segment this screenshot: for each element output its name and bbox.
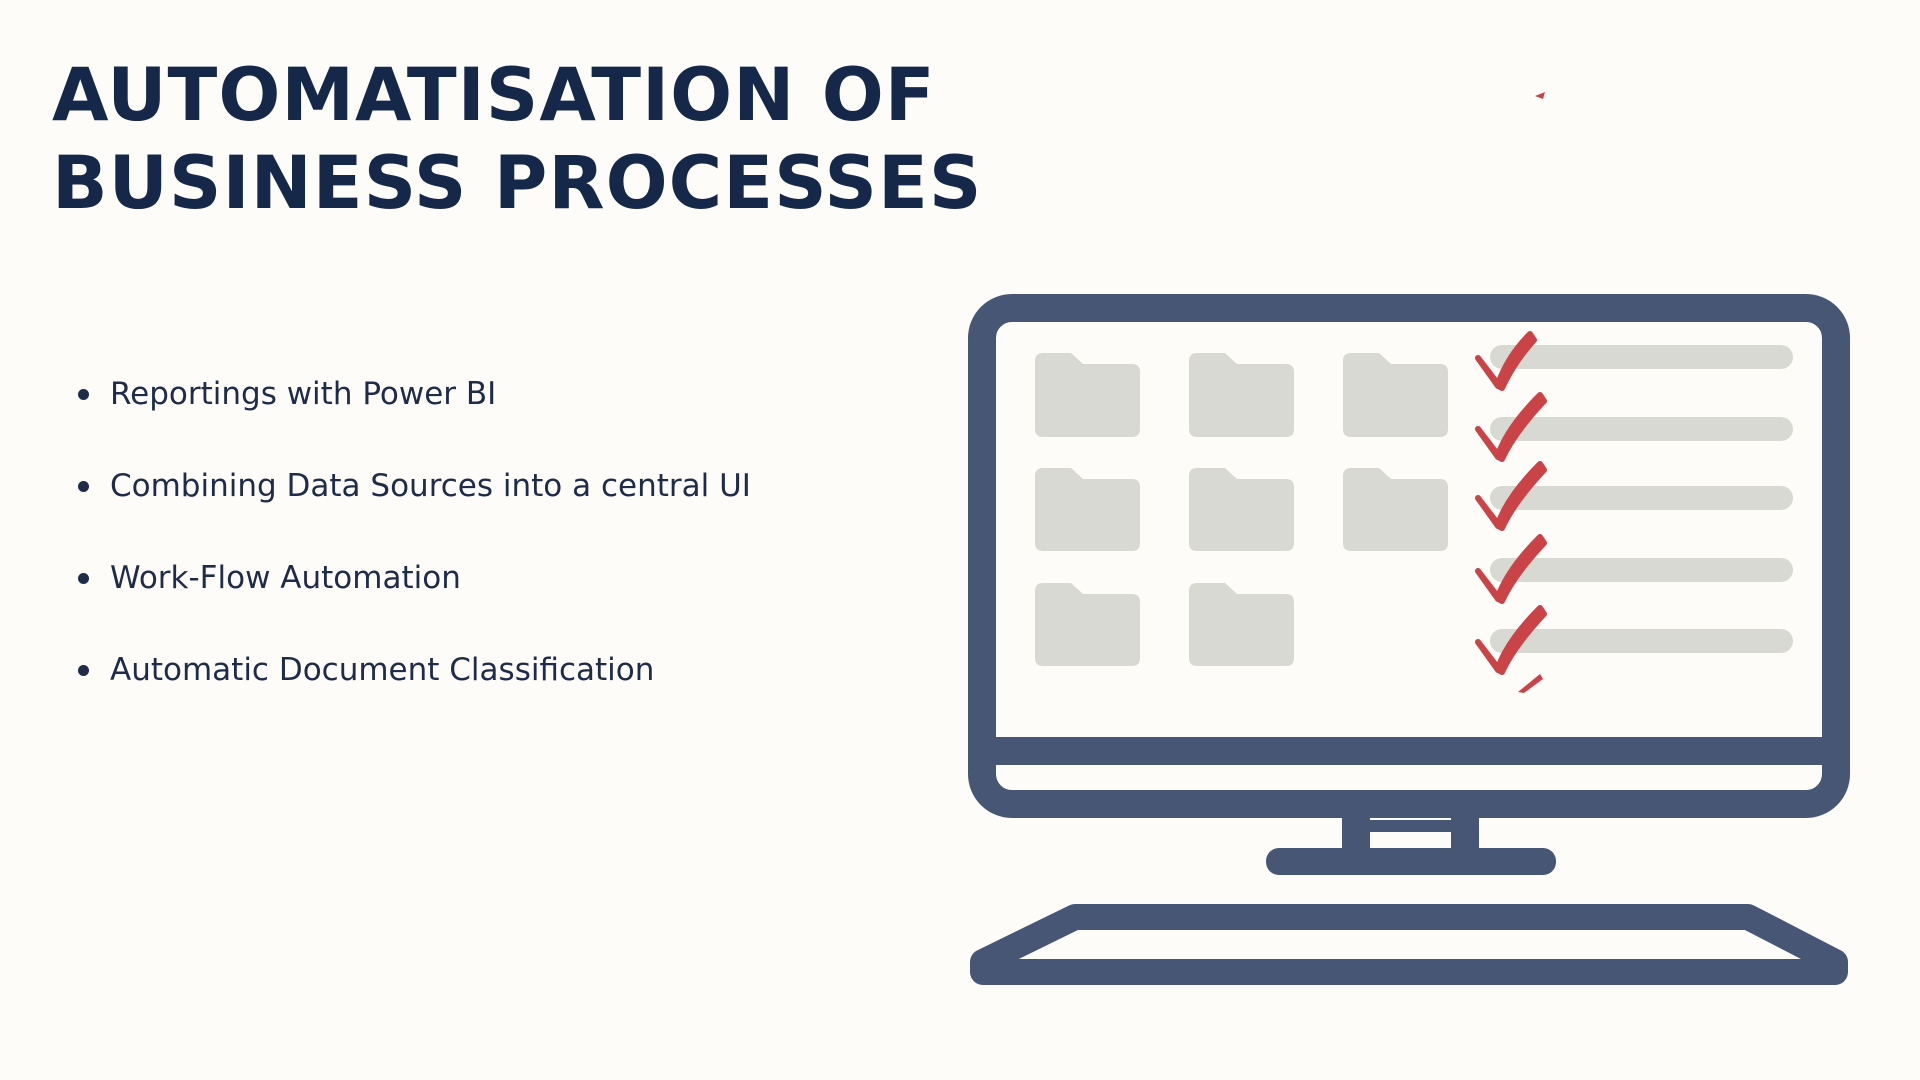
folder-icon [1189, 468, 1294, 551]
checklist-bar [1490, 417, 1793, 441]
bullet-text: Automatic Document Classification [110, 652, 655, 688]
checkmark-icon [1475, 605, 1547, 675]
checklist-bar [1490, 558, 1793, 582]
keyboard-icon [970, 904, 1848, 985]
checkmark-fragment-icon [1518, 674, 1543, 693]
monitor-stand-base [1266, 848, 1556, 875]
bullet-item-workflow: Work-Flow Automation [78, 552, 751, 644]
checkmark-icon [1475, 331, 1537, 391]
folder-icon [1189, 353, 1294, 437]
monitor-chin-bar [982, 737, 1836, 765]
checklist-bar [1490, 629, 1793, 653]
checklist [1475, 331, 1793, 693]
folder-icon [1035, 353, 1140, 437]
folder-grid [1035, 353, 1448, 666]
bullet-dot [78, 573, 89, 584]
folder-icon [1343, 353, 1448, 437]
bullet-item-document-classification: Automatic Document Classification [78, 644, 751, 736]
folder-icon [1035, 583, 1140, 666]
page-title: AUTOMATISATION OF BUSINESS PROCESSES [52, 52, 982, 228]
bullet-item-data-sources: Combining Data Sources into a central UI [78, 460, 751, 552]
bullet-dot [78, 665, 89, 676]
bullet-dot [78, 481, 89, 492]
bullet-item-power-bi: Reportings with Power BI [78, 368, 751, 460]
monitor-stand-crossbar [1342, 820, 1479, 832]
checklist-bar [1490, 345, 1793, 369]
folder-icon [1343, 468, 1448, 551]
checkmark-icon [1475, 461, 1547, 531]
checkmark-icon [1475, 392, 1547, 462]
checkmark-icon [1475, 534, 1547, 604]
bullet-dot [78, 389, 89, 400]
page-title-line-1: AUTOMATISATION OF [52, 53, 936, 138]
bullet-list: Reportings with Power BI Combining Data … [78, 368, 751, 736]
monitor-frame [968, 294, 1850, 818]
page-title-line-2: BUSINESS PROCESSES [52, 141, 983, 226]
checklist-bar [1490, 486, 1793, 510]
bullet-text: Combining Data Sources into a central UI [110, 468, 751, 504]
bullet-text: Reportings with Power BI [110, 376, 497, 412]
bullet-text: Work-Flow Automation [110, 560, 461, 596]
folder-icon [1035, 468, 1140, 551]
folder-icon [1189, 583, 1294, 666]
checkmark-fragment-icon [1535, 92, 1545, 99]
